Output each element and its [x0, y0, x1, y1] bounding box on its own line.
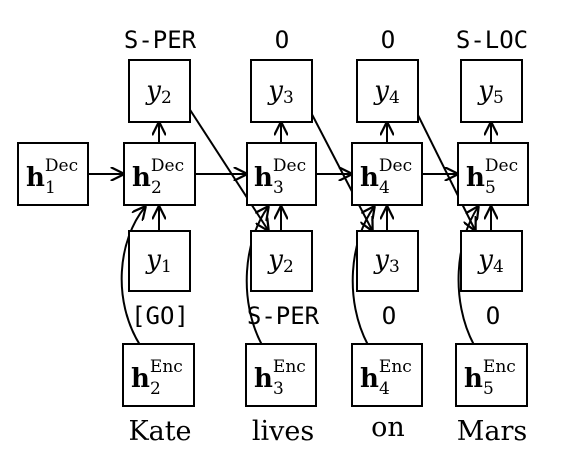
edge-enc4-h4 — [351, 207, 374, 346]
source-word: on — [371, 412, 405, 443]
input-node: y3 — [356, 230, 419, 292]
input-label: S-PER — [247, 302, 320, 330]
svg-text:3: 3 — [273, 178, 284, 198]
svg-text:2: 2 — [151, 178, 162, 198]
svg-text:3: 3 — [273, 379, 284, 399]
svg-text:hDec: hDec — [26, 156, 78, 193]
edges — [89, 98, 491, 346]
svg-text:4: 4 — [379, 178, 390, 198]
svg-text:y3: y3 — [267, 76, 294, 108]
input-node: y2 — [250, 230, 313, 292]
decoder-node: hDec 3 — [246, 142, 317, 206]
decoder-node: hDec 4 — [351, 142, 423, 206]
output-node: y5 — [460, 59, 523, 123]
source-words: Kate lives on Mars — [128, 412, 527, 447]
output-node: y2 — [128, 59, 191, 123]
edge-y4-feed — [409, 98, 475, 230]
edge-enc5-h5 — [457, 207, 478, 346]
svg-text:y2: y2 — [267, 245, 294, 277]
encoder-node: hEnc 5 — [455, 343, 528, 407]
decoder-node: hDec 5 — [457, 142, 529, 206]
source-word: Mars — [457, 416, 528, 447]
edge-y3-feed — [303, 98, 372, 230]
output-label: O — [381, 26, 395, 54]
svg-text:y2: y2 — [145, 76, 172, 108]
input-node: y4 — [460, 230, 523, 292]
svg-text:hDec: hDec — [466, 156, 518, 193]
output-node: y3 — [250, 59, 313, 123]
decoder-node: hDec 2 — [123, 142, 196, 206]
source-word: Kate — [128, 416, 191, 447]
svg-text:hDec: hDec — [132, 156, 184, 193]
input-label: O — [486, 302, 500, 330]
output-label: S-LOC — [456, 26, 528, 54]
input-label: [GO] — [131, 302, 189, 330]
encoder-node: hEnc 4 — [351, 343, 423, 407]
input-label: O — [382, 302, 396, 330]
input-labels: [GO] S-PER O O — [131, 302, 500, 330]
svg-text:hEnc: hEnc — [464, 357, 516, 394]
svg-text:1: 1 — [45, 178, 56, 198]
svg-text:5: 5 — [483, 379, 494, 399]
svg-text:hDec: hDec — [360, 156, 412, 193]
output-label: O — [275, 26, 289, 54]
edge-y2-feed — [182, 98, 268, 230]
output-node: y4 — [356, 59, 419, 123]
svg-text:2: 2 — [150, 379, 161, 399]
edge-enc3-h3 — [245, 207, 268, 346]
svg-text:y4: y4 — [477, 245, 504, 277]
encoder-node: hEnc 3 — [245, 343, 317, 407]
svg-text:y5: y5 — [477, 76, 504, 108]
svg-text:y3: y3 — [373, 245, 400, 277]
svg-text:y4: y4 — [373, 76, 400, 108]
output-labels: S-PER O O S-LOC — [124, 26, 528, 54]
edge-enc2-h2 — [120, 207, 145, 346]
svg-text:y1: y1 — [145, 245, 172, 277]
svg-text:4: 4 — [379, 379, 390, 399]
decoder-node: hDec 1 — [17, 142, 89, 206]
svg-text:5: 5 — [485, 178, 496, 198]
svg-text:hEnc: hEnc — [360, 357, 412, 394]
output-label: S-PER — [124, 26, 197, 54]
input-node: y1 — [128, 230, 191, 292]
svg-text:hEnc: hEnc — [131, 357, 183, 394]
svg-text:hEnc: hEnc — [254, 357, 306, 394]
encoder-node: hEnc 2 — [122, 343, 195, 407]
source-word: lives — [252, 416, 314, 447]
svg-text:hDec: hDec — [254, 156, 306, 193]
